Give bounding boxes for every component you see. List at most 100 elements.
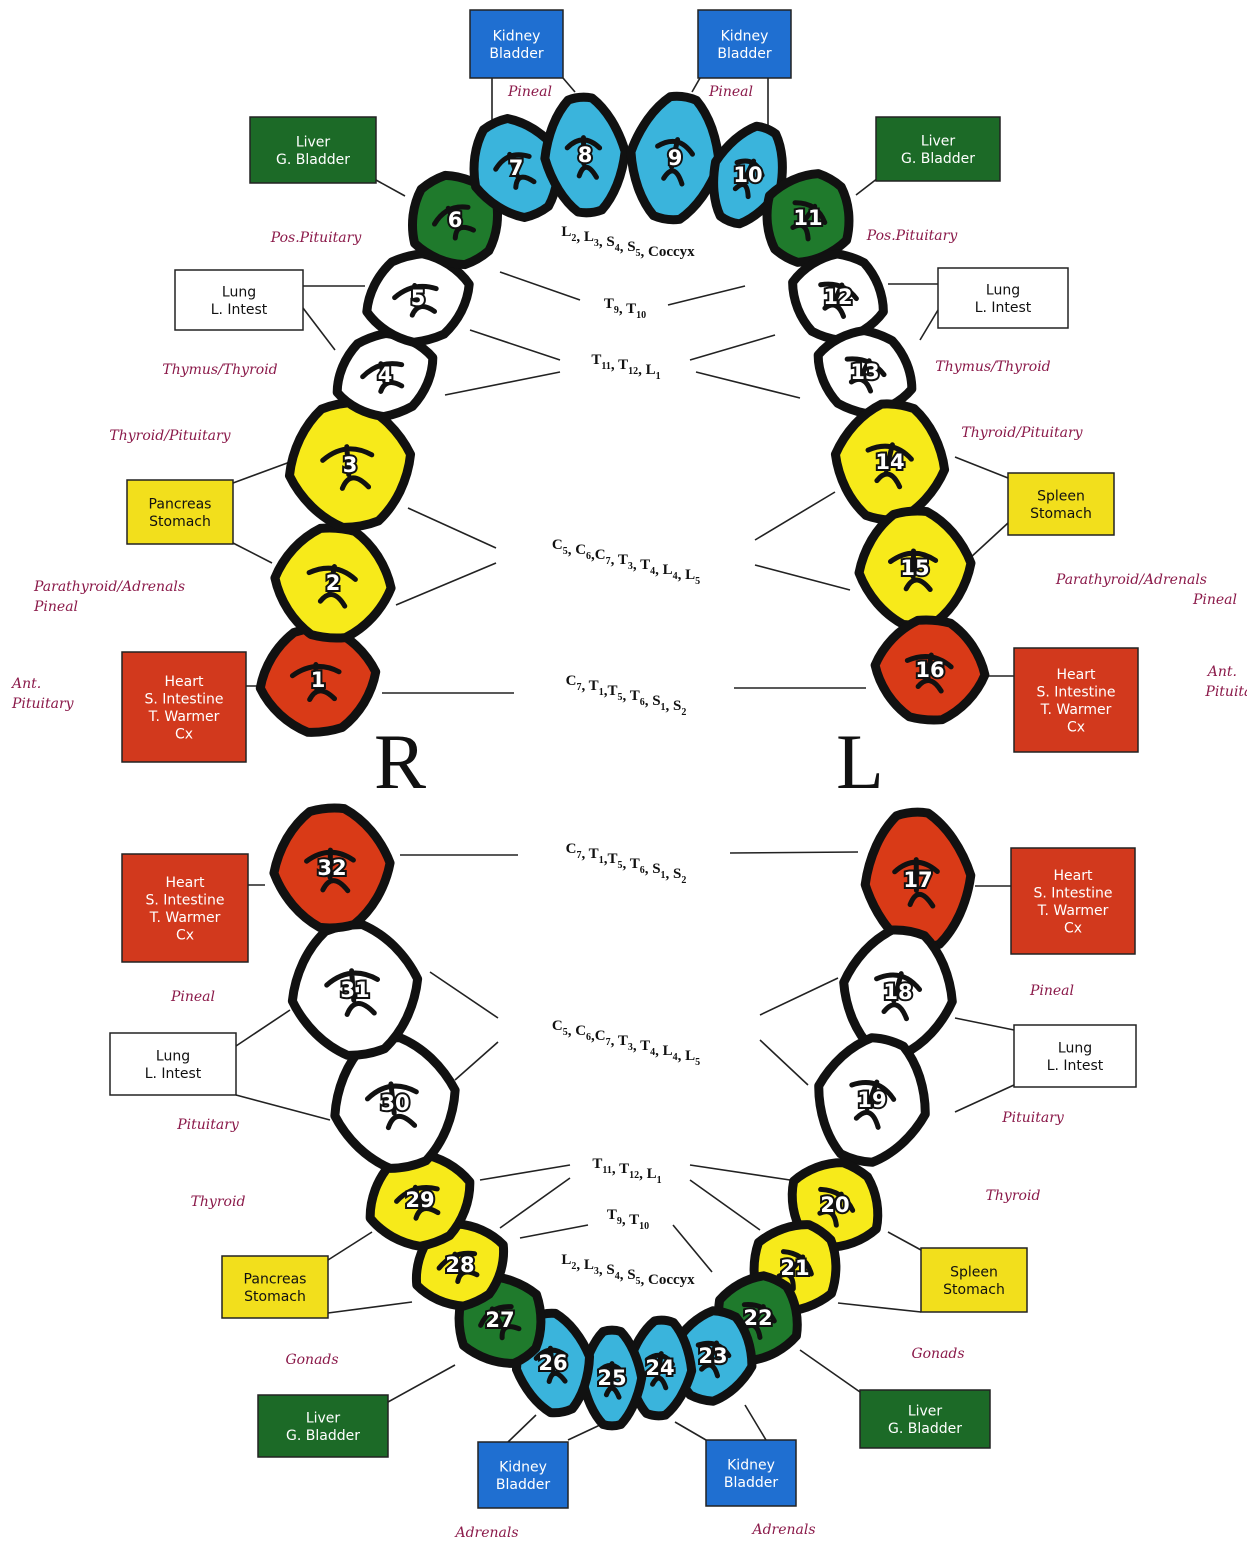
tooth-number: 12: [823, 285, 852, 309]
tooth-11: 11: [762, 169, 854, 267]
leader-line: [954, 1084, 1015, 1113]
tooth-13: 13: [813, 326, 917, 418]
spine-label: C5, C6,C7, T3, T4, L4, L5: [552, 1018, 700, 1068]
leader-line: [235, 1009, 291, 1047]
gland-label: Thymus/Thyroid: [935, 359, 1050, 375]
leader-line: [302, 307, 336, 351]
organ-box-label: L. Intest: [975, 300, 1032, 316]
gland-label: Parathyroid/Adrenals: [1055, 572, 1207, 588]
tooth-31: 31: [287, 920, 423, 1060]
leader-line: [689, 334, 776, 361]
tooth-fissure: [436, 1250, 480, 1284]
tooth-24: 24: [623, 1315, 697, 1421]
leader-line: [759, 1039, 809, 1086]
gland-label: Pineal: [708, 84, 753, 100]
tooth-30: 30: [330, 1033, 460, 1173]
gland-label: Thyroid: [191, 1194, 246, 1210]
organ-box-label: G. Bladder: [888, 1421, 962, 1437]
tooth-number: 2: [326, 571, 341, 595]
tooth-number: 5: [411, 286, 426, 310]
leader-line: [689, 1164, 791, 1181]
organ-box-label: L. Intest: [145, 1066, 202, 1082]
organ-box-label: Bladder: [496, 1477, 550, 1493]
tooth-2: 2: [270, 523, 396, 643]
organ-box-label: G. Bladder: [276, 152, 350, 168]
tooth-fissure: [394, 1184, 441, 1221]
tooth-number: 9: [668, 146, 683, 170]
leader-lines: [232, 77, 1015, 1443]
organ-box-label: Lung: [156, 1048, 190, 1064]
leader-line: [519, 1224, 589, 1239]
tooth-fissure: [818, 281, 859, 319]
tooth-fissure: [596, 1361, 626, 1400]
tooth-number: 29: [405, 1188, 434, 1212]
organ-box-label: Heart: [1054, 868, 1093, 884]
gland-label: Pineal: [1192, 592, 1237, 608]
tooth-7: 7: [469, 114, 563, 222]
organ-box-bg: [257, 1394, 389, 1458]
leader-line: [729, 851, 859, 854]
organ-box-label: Spleen: [950, 1264, 998, 1280]
organ-box-bg: [937, 267, 1069, 329]
organ-box-bg: [859, 1389, 991, 1449]
tooth-fissure: [817, 1186, 856, 1228]
organ-box-bg: [221, 1255, 329, 1319]
organ-box-label: S. Intestine: [145, 892, 224, 908]
tooth-number: 15: [900, 556, 929, 580]
organ-box-label: L. Intest: [211, 302, 268, 318]
tooth-fissure: [849, 1079, 897, 1130]
tooth-number: 6: [448, 208, 463, 232]
leader-line: [429, 971, 499, 1019]
leader-line: [469, 329, 561, 361]
tooth-number: 28: [445, 1253, 474, 1277]
gland-label: Adrenals: [750, 1522, 815, 1538]
tooth-number: 17: [903, 868, 932, 892]
leader-line: [232, 542, 273, 564]
organ-box-bg: [705, 1439, 797, 1507]
organ-box-bg: [249, 116, 377, 184]
leader-line: [672, 1224, 713, 1273]
tooth-fissure: [790, 200, 828, 242]
tooth-fissure: [478, 1304, 522, 1341]
leader-line: [327, 1301, 413, 1314]
organ-box-label: Cx: [175, 726, 193, 742]
tooth-fissure: [320, 444, 375, 491]
tooth-fissure: [364, 1081, 419, 1131]
gland-label: Pineal: [1029, 983, 1074, 999]
tooth-fissure: [392, 283, 439, 318]
leader-line: [759, 977, 839, 1016]
leader-line: [327, 1231, 373, 1261]
gland-label: Pineal: [33, 599, 78, 615]
leader-line: [969, 522, 1009, 559]
leader-line: [689, 1179, 761, 1231]
spine-label: T9, T10: [607, 1207, 649, 1232]
tooth-number: 24: [645, 1356, 674, 1380]
tooth-17: 17: [860, 807, 976, 953]
tooth-number: 31: [340, 978, 369, 1002]
organ-box-bg: [121, 651, 247, 763]
tooth-8: 8: [540, 92, 630, 218]
leader-line: [954, 456, 1009, 479]
tooth-fissure: [306, 564, 358, 609]
tooth-18: 18: [839, 925, 957, 1059]
organ-box-label: G. Bladder: [286, 1428, 360, 1444]
tooth-number: 8: [578, 143, 593, 167]
organ-box-bg: [1010, 847, 1136, 955]
tooth-fissure: [732, 158, 765, 200]
spine-label: T11, T12, L1: [591, 352, 660, 382]
tooth-number: 30: [380, 1091, 409, 1115]
tooth-fissure: [564, 135, 603, 180]
leader-line: [695, 371, 801, 399]
organ-box-bg: [875, 116, 1001, 182]
